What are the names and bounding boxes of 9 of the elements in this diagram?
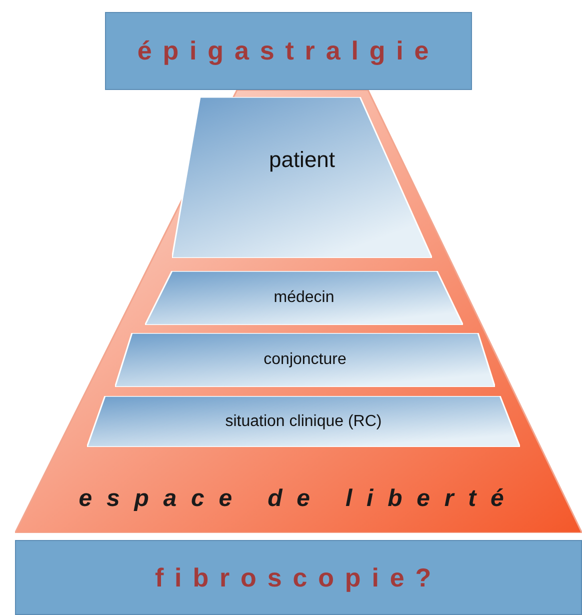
layer-label: médecin <box>272 289 336 307</box>
layer-label: conjoncture <box>262 351 348 369</box>
title-band <box>15 540 582 615</box>
band-label: épigastralgie <box>136 36 441 66</box>
layer-label: patient <box>268 147 336 173</box>
title-band <box>105 12 472 90</box>
layer-label: situation clinique (RC) <box>224 412 383 430</box>
band-label: fibroscopie? <box>154 562 444 593</box>
pyramid-label: espace de liberté <box>78 485 520 513</box>
